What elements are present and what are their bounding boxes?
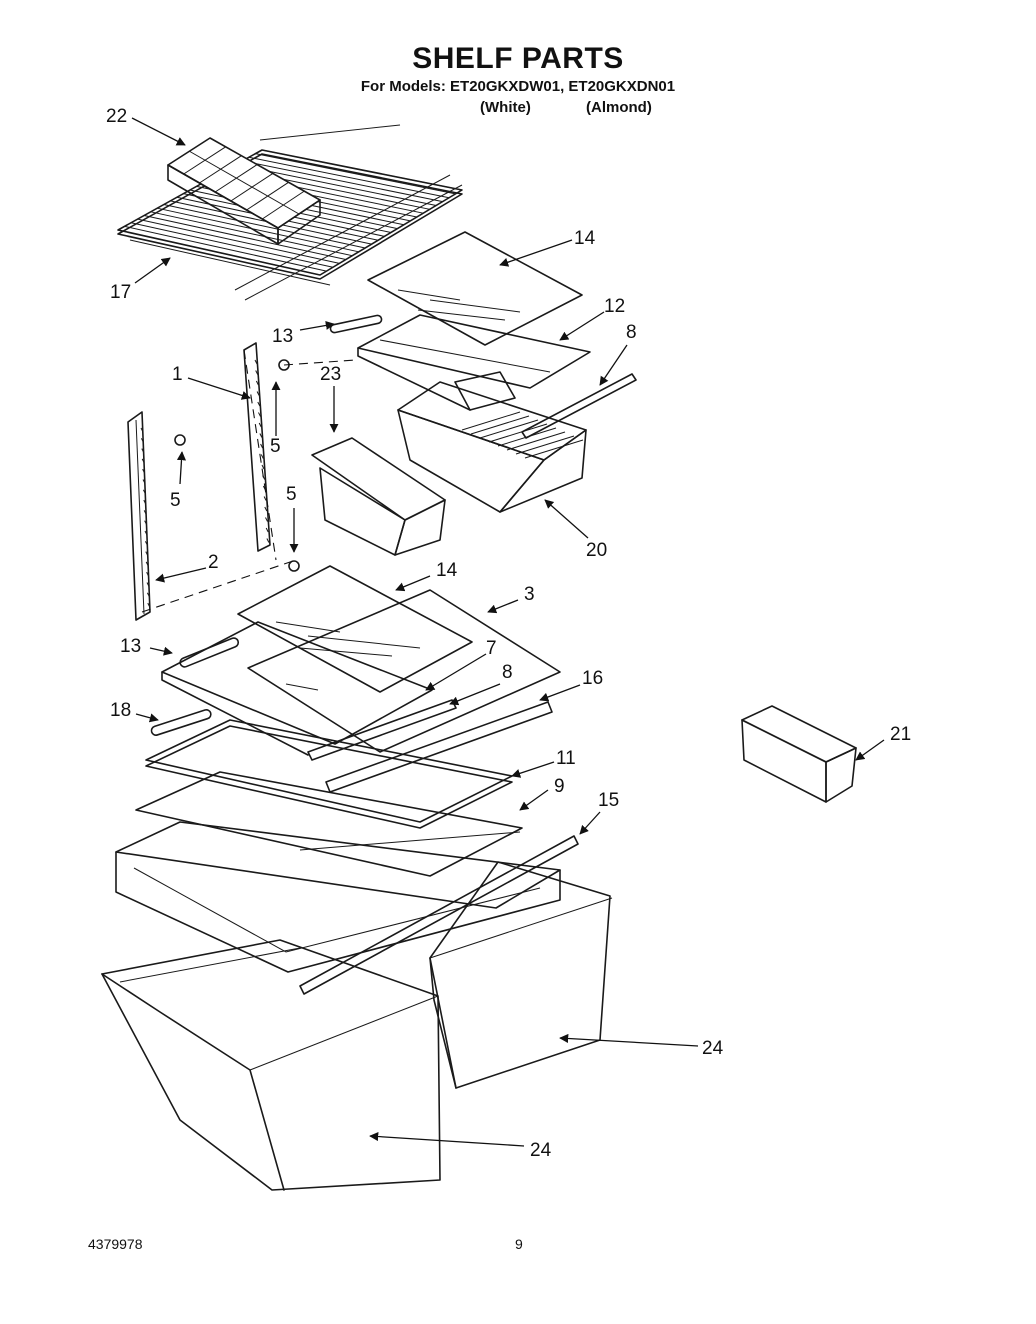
callout-7: 7 bbox=[486, 638, 497, 659]
callout-14-middle: 14 bbox=[436, 560, 458, 581]
callout-17: 17 bbox=[110, 282, 131, 303]
part-24-crisper-right bbox=[429, 861, 613, 1089]
callout-3: 3 bbox=[524, 584, 535, 605]
part-7-shelf-frame bbox=[161, 621, 433, 756]
callout-5-a: 5 bbox=[270, 436, 281, 457]
part-2-rail bbox=[127, 411, 151, 621]
callout-12: 12 bbox=[604, 296, 625, 317]
part-23-bin bbox=[311, 437, 446, 556]
part-1-rail bbox=[243, 342, 271, 552]
callout-24-left: 24 bbox=[530, 1140, 552, 1161]
crisper-frame bbox=[115, 821, 561, 973]
part-5-screws bbox=[174, 359, 300, 572]
callout-23: 23 bbox=[320, 364, 341, 385]
callout-22: 22 bbox=[106, 106, 127, 127]
callout-8-middle: 8 bbox=[502, 662, 513, 683]
models-line: For Models: ET20GKXDW01, ET20GKXDN01 bbox=[360, 78, 676, 95]
part-3-shelf-insert bbox=[247, 589, 561, 753]
page-number: 9 bbox=[515, 1236, 523, 1252]
callout-13-middle: 13 bbox=[120, 636, 141, 657]
callout-13-top: 13 bbox=[272, 326, 293, 347]
part-22-ice-tray bbox=[167, 137, 321, 245]
part-20-drawer bbox=[397, 371, 587, 513]
callout-14-top: 14 bbox=[574, 228, 596, 249]
page-title: SHELF PARTS bbox=[412, 42, 624, 75]
part-15-trim bbox=[299, 835, 579, 995]
callout-24-right: 24 bbox=[702, 1038, 724, 1059]
part-21-bin bbox=[741, 705, 857, 803]
callout-21: 21 bbox=[890, 724, 911, 745]
callout-11: 11 bbox=[556, 748, 576, 769]
part-8-trim-top bbox=[521, 373, 637, 439]
variant-almond-label: (Almond) bbox=[586, 99, 652, 116]
callout-labels: 22 17 14 13 12 8 1 23 5 5 5 20 2 14 3 13… bbox=[106, 106, 911, 1161]
callout-9: 9 bbox=[554, 776, 565, 797]
variant-white-label: (White) bbox=[480, 99, 531, 116]
callout-5-b: 5 bbox=[170, 490, 181, 511]
callout-20: 20 bbox=[586, 540, 607, 561]
part-13-trim-middle bbox=[179, 637, 240, 668]
callout-2: 2 bbox=[208, 552, 219, 573]
part-16-trim bbox=[325, 701, 553, 793]
callout-1: 1 bbox=[172, 364, 183, 385]
assembly-lines bbox=[141, 349, 357, 613]
document-number: 4379978 bbox=[88, 1236, 143, 1252]
part-14-glass-middle bbox=[237, 565, 473, 693]
part-9-cover bbox=[135, 771, 523, 877]
callout-16: 16 bbox=[582, 668, 603, 689]
part-18-trim bbox=[150, 708, 212, 736]
part-8-trim-middle bbox=[307, 699, 457, 761]
callout-18: 18 bbox=[110, 700, 131, 721]
callout-5-c: 5 bbox=[286, 484, 297, 505]
part-14-glass-top bbox=[367, 231, 583, 346]
leader-lines bbox=[131, 117, 885, 1147]
part-12-shelf-frame bbox=[357, 314, 591, 411]
callout-8-top: 8 bbox=[626, 322, 637, 343]
part-11-glass-lower bbox=[145, 719, 513, 829]
callout-15: 15 bbox=[598, 790, 619, 811]
part-24-crisper-left bbox=[101, 939, 441, 1191]
part-13-trim-top bbox=[329, 314, 383, 334]
